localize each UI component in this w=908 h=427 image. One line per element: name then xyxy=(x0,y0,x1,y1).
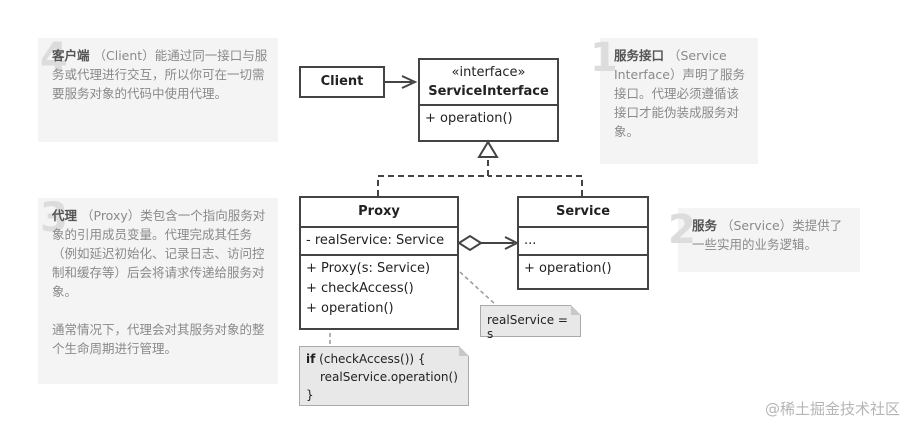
service-name: Service xyxy=(519,198,647,228)
interface-stereotype: «interface» xyxy=(451,65,526,80)
proxy-name: Proxy xyxy=(301,198,457,228)
note-text-2: 通常情况下，代理会对其服务对象的整个生命周期进行管理。 xyxy=(52,322,265,356)
note-number: 4 xyxy=(40,35,68,81)
service-method: + operation() xyxy=(524,261,612,276)
proxy-method: + operation() xyxy=(306,301,394,316)
service-box: Service ... + operation() xyxy=(517,196,649,290)
note-number: 3 xyxy=(40,195,68,241)
interface-method: + operation() xyxy=(425,111,513,126)
proxy-box: Proxy - realService: Service + Proxy(s: … xyxy=(299,196,459,330)
client-box: Client xyxy=(299,66,385,98)
note-title: 代理 xyxy=(52,208,78,223)
note-number: 2 xyxy=(668,207,696,253)
proxy-method: + Proxy(s: Service) xyxy=(306,261,431,276)
association-arrowhead xyxy=(401,75,418,89)
realization-service-line xyxy=(488,175,583,196)
note-ref-connector xyxy=(459,271,497,306)
interface-name: ServiceInterface xyxy=(428,84,549,99)
proxy-field: - realService: Service xyxy=(301,228,457,256)
note-title: 客户端 xyxy=(52,48,90,63)
proxy-method: + checkAccess() xyxy=(306,281,414,296)
note-title: 服务 xyxy=(692,218,718,233)
aggregation-diamond xyxy=(457,234,483,252)
code-line-3: } xyxy=(306,388,314,402)
note-realservice-text: realService = s xyxy=(487,313,568,341)
note-realservice: realService = s xyxy=(480,305,581,341)
code-keyword: if xyxy=(306,352,316,366)
code-line-1: (checkAccess()) { xyxy=(315,352,426,366)
code-line-2: realService.operation() xyxy=(320,370,458,384)
client-label: Client xyxy=(320,74,364,89)
service-field: ... xyxy=(519,228,647,256)
note-text: （Service Interface）声明了服务接口。代理必须遵循该接口才能伪装… xyxy=(614,48,745,139)
note-title: 服务接口 xyxy=(614,48,665,63)
note-service: 2 服务 （Service）类提供了一些实用的业务逻辑。 xyxy=(668,208,860,272)
note-client: 4 客户端 （Client）能通过同一接口与服务或代理进行交互，所以你可在一切需… xyxy=(38,38,278,142)
note-code: if (checkAccess()) { realService.operati… xyxy=(299,346,469,406)
note-service-interface: 1 服务接口 （Service Interface）声明了服务接口。代理必须遵循… xyxy=(590,38,758,164)
watermark: @稀土掘金技术社区 xyxy=(764,400,900,418)
realization-proxy-line xyxy=(377,175,488,196)
note-number: 1 xyxy=(590,35,618,81)
note-text: （Service）类提供了一些实用的业务逻辑。 xyxy=(692,218,843,252)
note-text: （Proxy）类包含一个指向服务对象的引用成员变量。代理完成其任务（例如延迟初始… xyxy=(52,208,266,299)
service-interface-box: «interface» ServiceInterface + operation… xyxy=(418,58,559,142)
note-proxy: 3 代理 （Proxy）类包含一个指向服务对象的引用成员变量。代理完成其任务（例… xyxy=(38,198,278,384)
realization-triangle xyxy=(477,140,499,158)
note-text: （Client）能通过同一接口与服务或代理进行交互，所以你可在一切需要服务对象的… xyxy=(52,48,268,101)
